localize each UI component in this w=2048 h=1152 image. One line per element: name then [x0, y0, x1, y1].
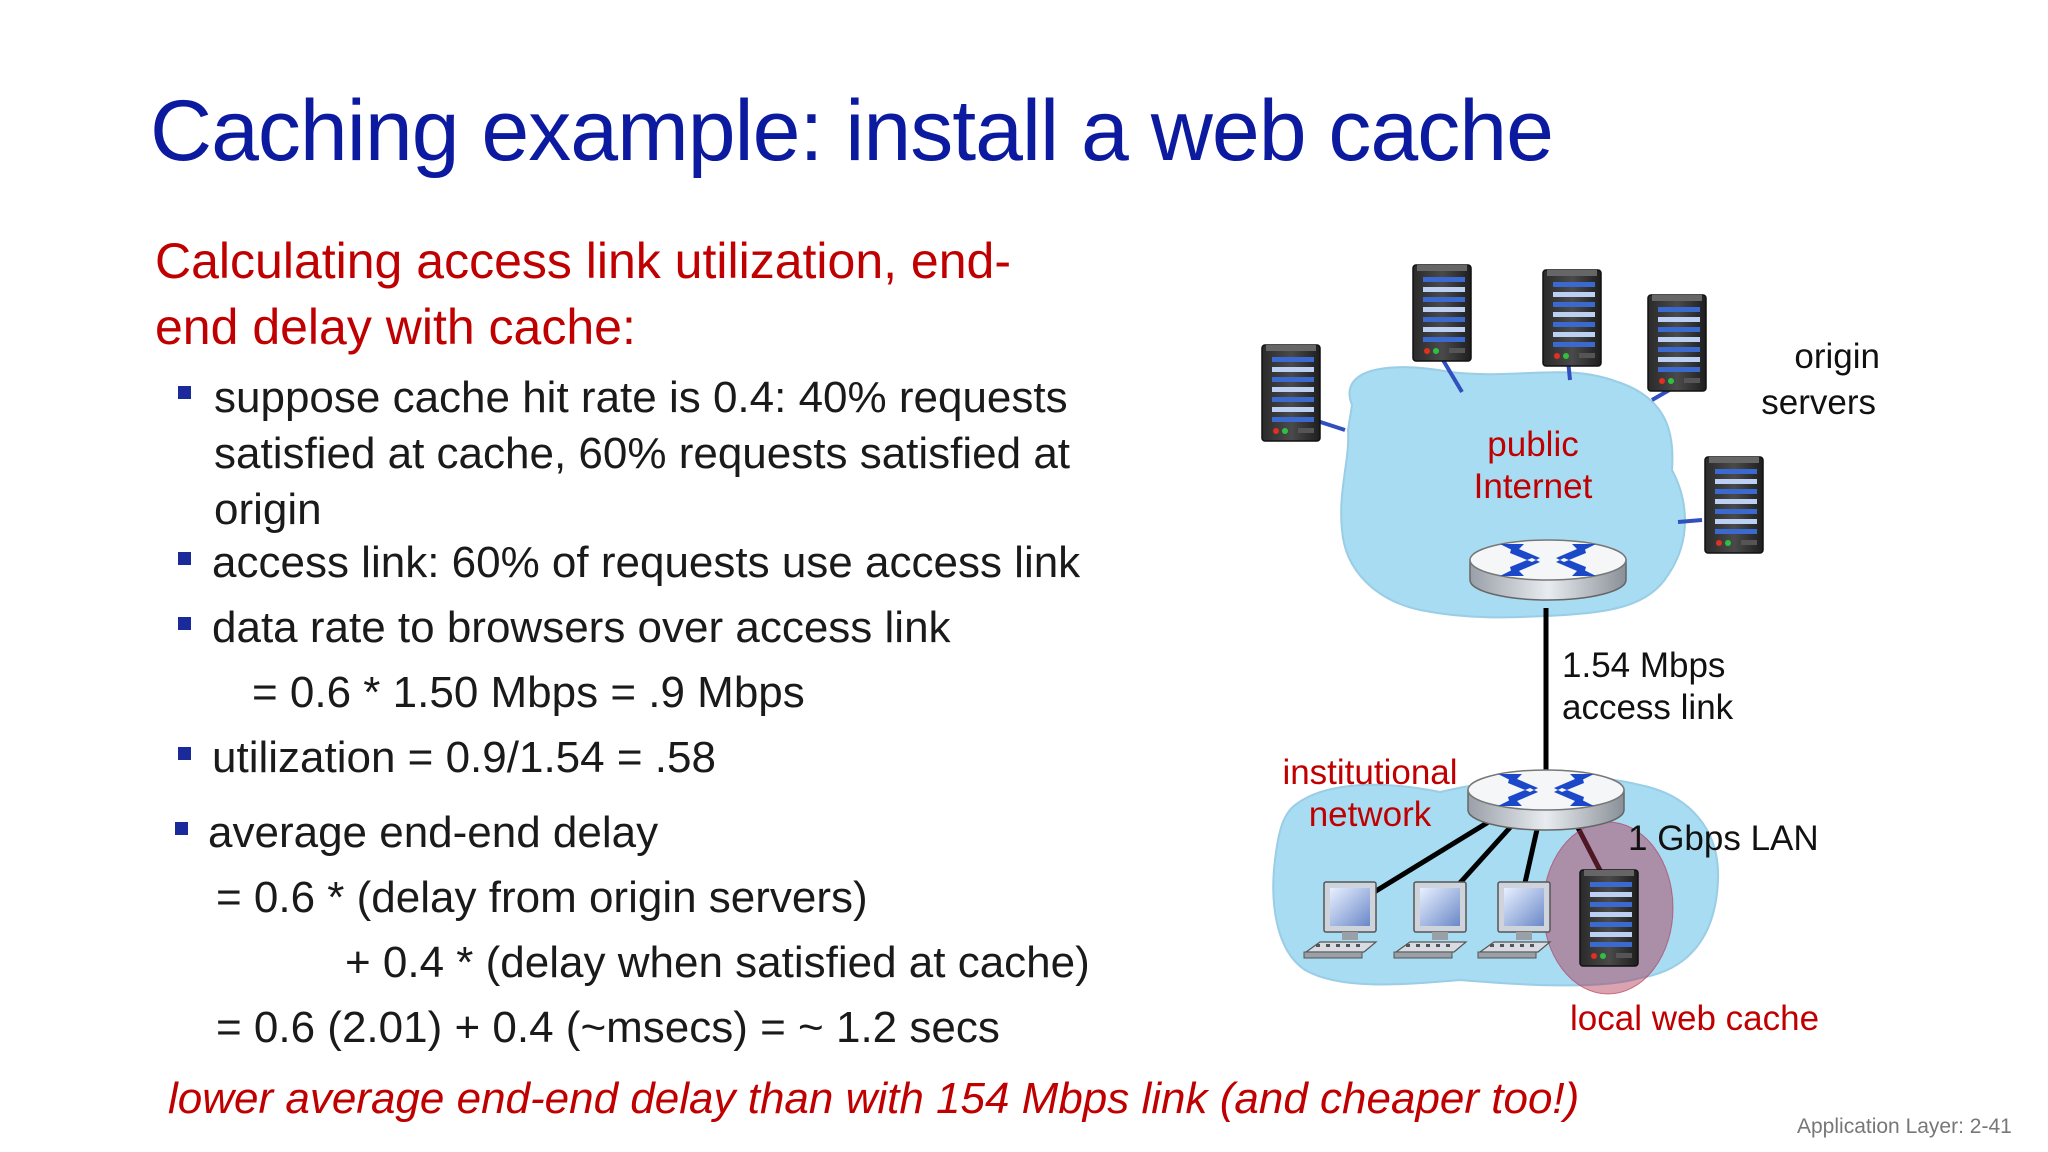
bullet-1-line-1: suppose cache hit rate is 0.4: 40% reque…: [214, 373, 1068, 422]
access-link-label: 1.54 Mbps access link: [1562, 645, 1733, 729]
local-web-cache-label: local web cache: [1570, 999, 1820, 1038]
server-icon: [1261, 344, 1321, 442]
server-icon: [1412, 264, 1472, 362]
bullet-5-line-1: average end-end delay: [208, 808, 659, 857]
slide-footer: Application Layer: 2-41: [1797, 1115, 2012, 1138]
slide-title: Caching example: install a web cache: [150, 83, 1554, 179]
subtitle-line-2: end delay with cache:: [155, 299, 636, 355]
public-internet-label-line-2: Internet: [1473, 467, 1593, 506]
bullet-3-line-2: = 0.6 * 1.50 Mbps = .9 Mbps: [252, 668, 805, 717]
server-icon: [1704, 456, 1764, 554]
server-icon: [1542, 269, 1602, 367]
bullet-marker: [178, 747, 191, 760]
public-internet-label-line-1: public: [1487, 425, 1579, 464]
origin-servers-label: origin: [1780, 336, 1880, 378]
bullet-marker: [178, 617, 191, 630]
router-icon: [1469, 539, 1627, 601]
server-icon: [1647, 294, 1707, 392]
bullet-1-line-3: origin: [214, 485, 322, 534]
institutional-network-label-line-2: network: [1308, 795, 1432, 834]
bullet-marker: [178, 386, 191, 399]
access-link-label-line-2: access link: [1562, 688, 1734, 727]
origin-servers-label-line-1: origin: [1794, 337, 1880, 376]
bullet-2: access link: 60% of requests use access …: [212, 538, 1081, 587]
lan-label: 1 Gbps LAN: [1628, 819, 1819, 858]
bullet-5-line-2: = 0.6 * (delay from origin servers): [216, 873, 868, 922]
bullet-marker: [178, 552, 191, 565]
institutional-network-label-line-1: institutional: [1282, 753, 1458, 792]
slide-subtitle: Calculating access link utilization, end…: [155, 228, 1011, 360]
bullet-4: utilization = 0.9/1.54 = .58: [212, 733, 716, 782]
server-icon: [1579, 869, 1639, 967]
bullet-3-line-1: data rate to browsers over access link: [212, 603, 951, 652]
bullet-1-line-2: satisfied at cache, 60% requests satisfi…: [214, 429, 1071, 478]
origin-servers-label-2: servers: [1748, 382, 1876, 424]
bullet-5-line-4: = 0.6 (2.01) + 0.4 (~msecs) = ~ 1.2 secs: [216, 1003, 1000, 1052]
public-internet-label: public Internet: [1468, 424, 1598, 508]
router-icon: [1467, 769, 1625, 831]
subtitle-line-1: Calculating access link utilization, end…: [155, 233, 1011, 289]
bullet-5-line-3: + 0.4 * (delay when satisfied at cache): [345, 938, 1090, 987]
bullet-marker: [175, 822, 188, 835]
access-link-label-line-1: 1.54 Mbps: [1562, 646, 1726, 685]
origin-servers-label-line-2: servers: [1761, 383, 1876, 422]
conclusion-text: lower average end-end delay than with 15…: [168, 1074, 1580, 1123]
institutional-network-label: institutional network: [1280, 752, 1460, 836]
